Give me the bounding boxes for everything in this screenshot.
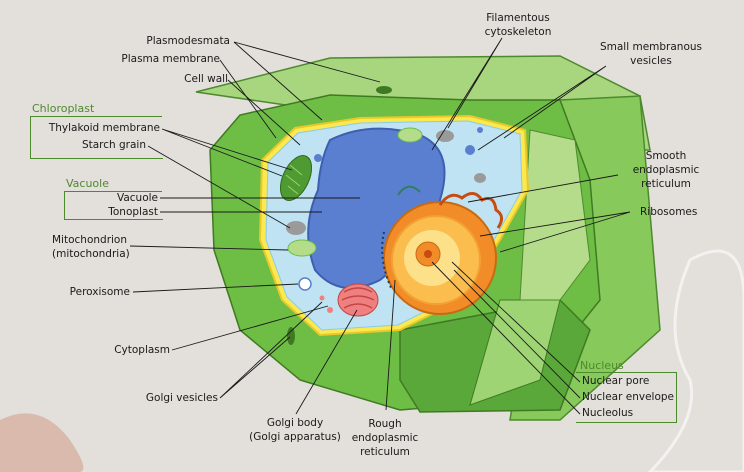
grey-granule	[436, 130, 454, 142]
nuclear-envelope-label: Nuclear envelope	[582, 391, 675, 403]
chloroplast	[279, 155, 313, 201]
small-vesicles-label-1: Small membranous	[599, 41, 703, 53]
mitochondrion-label: Mitochondrion	[52, 234, 128, 246]
background-leaf-shape	[0, 413, 84, 472]
filamentous-label-2: cytoskeleton	[484, 26, 552, 38]
thylakoid-stripes	[285, 164, 303, 195]
plasmodesma-1	[376, 86, 392, 94]
smooth-er-label-2: endoplasmic	[632, 164, 700, 176]
plasmodesmata-label: Plasmodesmata	[146, 35, 230, 47]
starch-grain-label: Starch grain	[81, 139, 146, 151]
cytoskeleton	[397, 185, 421, 196]
mitochondrion	[287, 239, 317, 257]
vesicle-2	[465, 145, 475, 155]
nucleus	[383, 201, 497, 315]
nucleus-box	[576, 372, 677, 423]
nucleolus-label: Nucleolus	[582, 407, 634, 419]
rough-er-label-2: endoplasmic	[351, 432, 419, 444]
ribosomes-label: Ribosomes	[640, 206, 698, 218]
vacuole-label: Vacuole	[116, 192, 158, 204]
nucleus-box-top	[576, 372, 676, 373]
mitochondria-label: (mitochondria)	[52, 248, 130, 260]
chloroplast-box-top	[30, 116, 162, 117]
vacuole-box-top	[64, 191, 162, 192]
plasma-membrane-label: Plasma membrane	[121, 53, 220, 65]
peroxisome-label: Peroxisome	[69, 286, 130, 298]
starch-grain	[286, 221, 306, 235]
golgi-body-label: Golgi body	[266, 417, 324, 429]
filamentous-label-1: Filamentous	[486, 12, 550, 24]
golgi-vesicles-label: Golgi vesicles	[145, 392, 218, 404]
golgi-body	[337, 283, 379, 317]
cytoplasm-label: Cytoplasm	[114, 344, 170, 356]
nucleus-heading: Nucleus	[580, 359, 624, 372]
grey-granule-2	[474, 173, 486, 183]
golgi-vesicle-1	[327, 307, 333, 313]
smooth-er	[438, 192, 503, 229]
golgi-vesicle-2	[319, 295, 325, 301]
chloroplast-box	[30, 116, 163, 159]
rough-er-label-1: Rough	[368, 418, 402, 430]
vacuole-box	[64, 191, 163, 220]
golgi-apparatus-label: (Golgi apparatus)	[249, 431, 341, 443]
smooth-er-label-1: Smooth	[645, 150, 687, 162]
leader-lines	[129, 37, 631, 415]
tonoplast-label: Tonoplast	[108, 206, 158, 218]
chloroplast-heading: Chloroplast	[32, 102, 95, 115]
peroxisome	[298, 277, 312, 291]
thylakoid-membrane-label: Thylakoid membrane	[48, 122, 160, 134]
cell-wall-label: Cell wall	[184, 73, 228, 85]
vesicle-3	[477, 127, 483, 133]
vesicle-1	[314, 154, 322, 162]
nuclear-pore-label: Nuclear pore	[582, 375, 650, 387]
background-leaf-outline	[647, 249, 744, 472]
cell-wall-right-inner	[519, 129, 591, 301]
mitochondrion-top	[397, 127, 423, 143]
smooth-er-label-3: reticulum	[641, 178, 691, 190]
plasmodesma-2	[287, 327, 295, 345]
small-vesicles-label-2: vesicles	[630, 55, 672, 67]
vacuole-heading: Vacuole	[66, 177, 109, 190]
rough-er-label-3: reticulum	[360, 446, 410, 458]
